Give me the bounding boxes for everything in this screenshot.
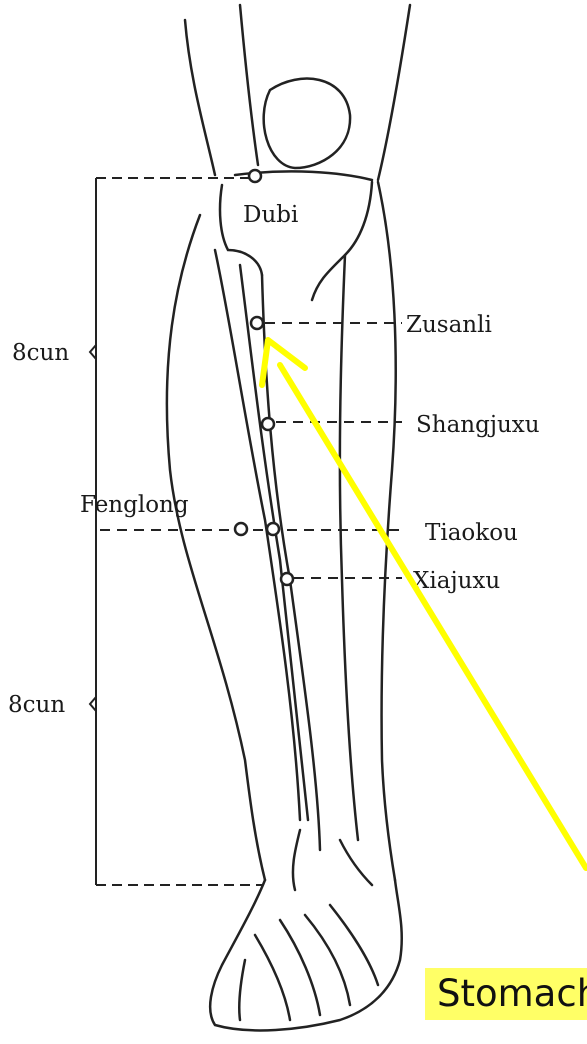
shangjuxu-label: Shangjuxu — [416, 412, 540, 438]
caption-box: Stomach — [425, 968, 587, 1020]
shangjuxu-point — [262, 418, 274, 430]
foot-bones — [239, 905, 378, 1020]
calf-outer-edge — [167, 215, 265, 880]
zusanli-point — [251, 317, 263, 329]
patella — [264, 79, 350, 168]
fibula — [215, 250, 300, 820]
fenglong-label: Fenglong — [80, 492, 189, 518]
fenglong-point — [235, 523, 247, 535]
thigh-inner-line — [240, 5, 258, 165]
tiaokou-point — [267, 523, 279, 535]
upper-cun-label: 8cun — [12, 340, 69, 366]
thigh-right-edge — [378, 5, 410, 180]
lower-cun-label: 8cun — [8, 692, 65, 718]
zusanli-label: Zusanli — [406, 312, 492, 338]
caption-text: Stomach — [437, 972, 587, 1015]
tiaokou-label: Tiaokou — [425, 520, 518, 546]
ankle-bone — [293, 830, 372, 890]
xiajuxu-point — [281, 573, 293, 585]
tibia-medial — [340, 255, 358, 840]
dubi-point — [249, 170, 261, 182]
thigh-left-edge — [185, 20, 215, 175]
xiajuxu-label: Xiajuxu — [413, 568, 500, 594]
dubi-label: Dubi — [243, 202, 298, 228]
arrow-shaft — [280, 365, 586, 868]
arrow-head-icon — [262, 340, 305, 385]
